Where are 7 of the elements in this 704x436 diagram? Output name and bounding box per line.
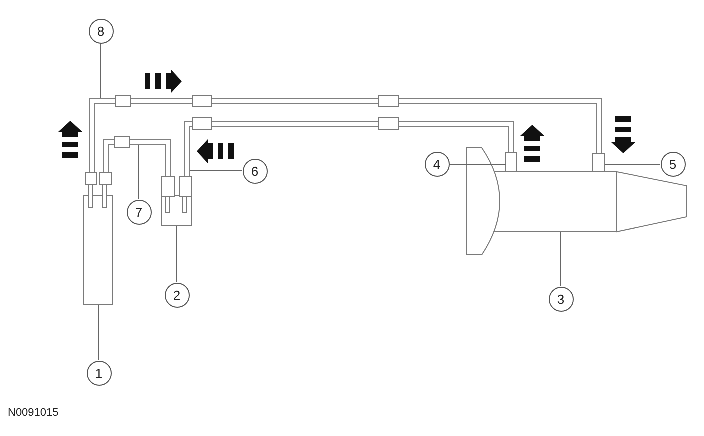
leader-line <box>100 43 102 98</box>
callout-number: 8 <box>88 18 114 44</box>
callout-number: 5 <box>660 152 686 177</box>
leader-line <box>98 304 100 361</box>
leader-line <box>604 164 661 165</box>
callout-number: 1 <box>86 360 112 386</box>
figure-number: N0091015 <box>8 408 59 419</box>
